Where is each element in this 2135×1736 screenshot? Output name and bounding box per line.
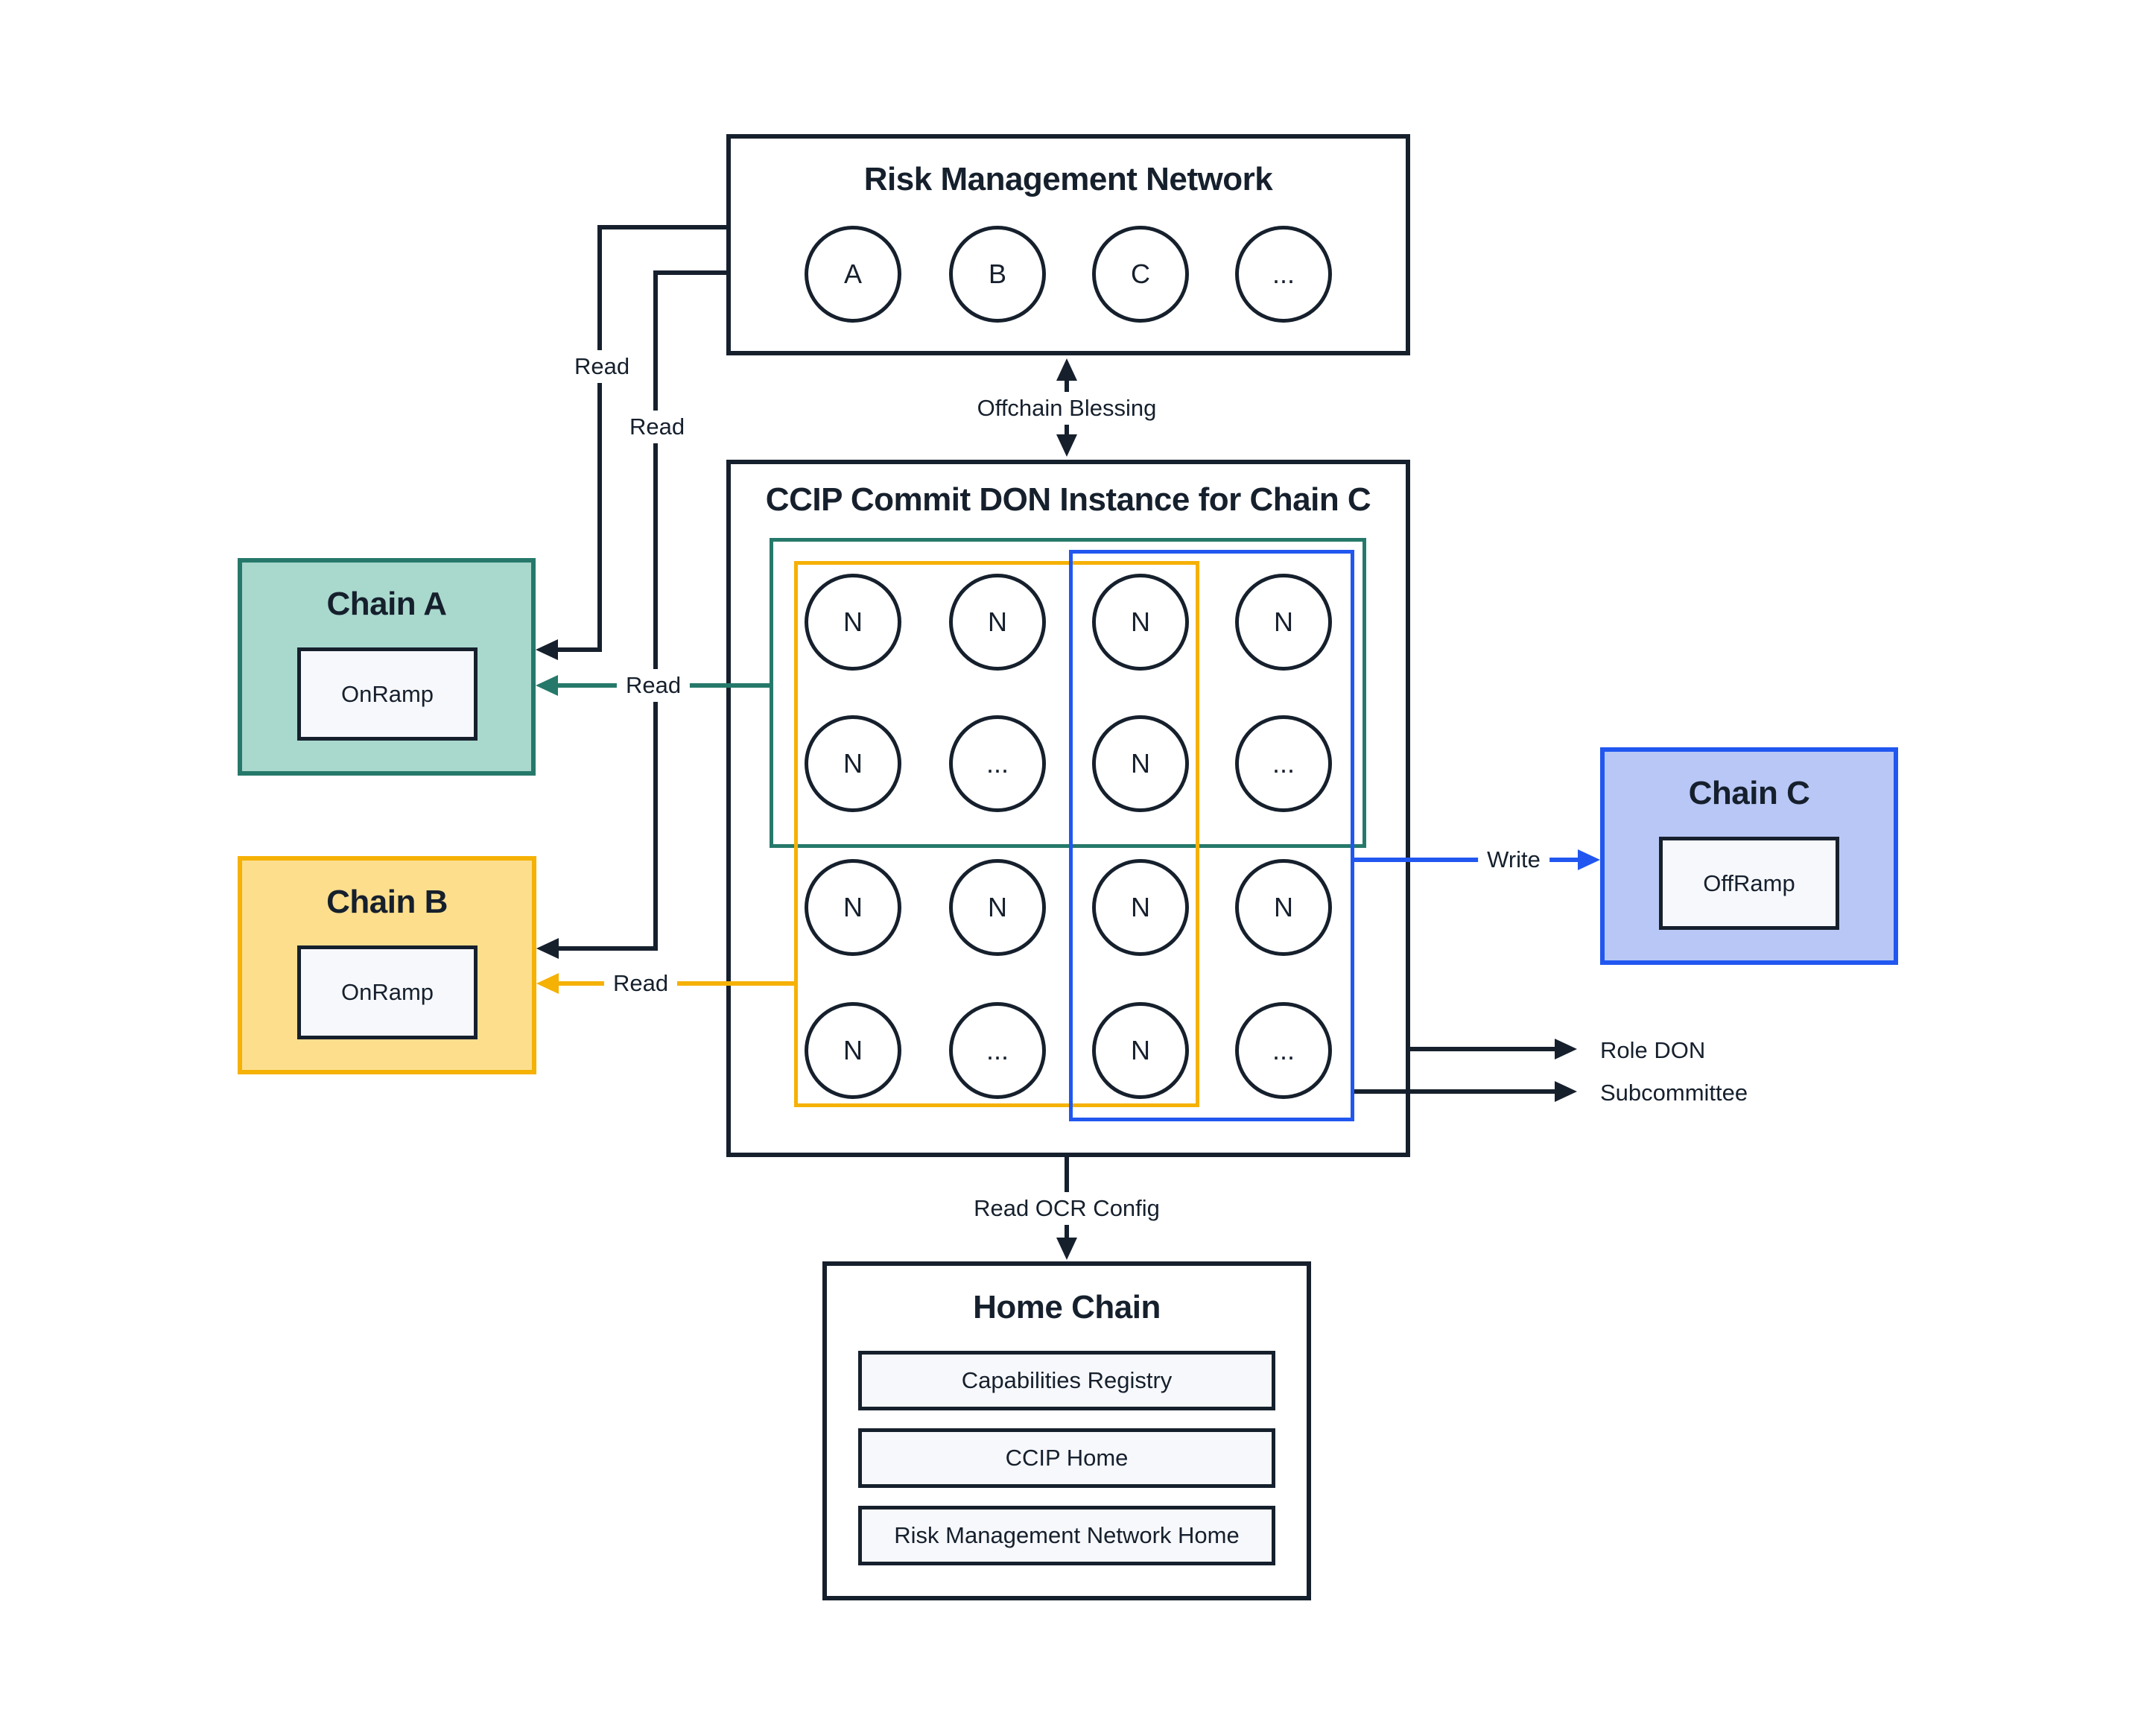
don-node-label: N [1274, 892, 1293, 922]
ccip-commit-don-title: CCIP Commit DON Instance for Chain C [765, 481, 1371, 518]
onramp-label: OnRamp [340, 680, 434, 707]
chain-a-onramp: OnRamp [297, 647, 478, 741]
don-node-label: N [1131, 1035, 1150, 1065]
don-to-chain-a-read-label: Read [616, 669, 691, 702]
role-don-label: Role DON [1600, 1037, 1706, 1063]
rmn-to-chain-a-line [597, 225, 602, 652]
rmn-node-label: B [988, 259, 1006, 289]
don-node-label: N [1131, 748, 1150, 779]
offramp-label: OffRamp [1703, 869, 1795, 896]
rmn-node-label: ... [1272, 259, 1295, 289]
rmn-home-label: Risk Management Network Home [894, 1522, 1240, 1548]
chain-c-title: Chain C [1688, 775, 1810, 811]
don-node-label: N [843, 1035, 863, 1065]
rmn-to-chain-b-arrowhead [536, 938, 559, 959]
don-node-circle: N [1235, 574, 1332, 671]
don-to-chain-b-arrowhead [536, 973, 559, 994]
chain-b-onramp: OnRamp [297, 945, 478, 1039]
don-node-circle: N [1092, 574, 1189, 671]
don-node-label: ... [1272, 748, 1295, 779]
subcommittee-arrowhead [1555, 1081, 1577, 1102]
chain-a-title: Chain A [326, 586, 447, 622]
capabilities-registry-label: Capabilities Registry [961, 1367, 1173, 1393]
subcommittee-label: Subcommittee [1600, 1080, 1748, 1106]
write-label: Write [1478, 843, 1549, 876]
don-node-label: N [1131, 606, 1150, 637]
risk-management-network-title: Risk Management Network [863, 161, 1273, 197]
don-node-circle: N [1092, 859, 1189, 956]
don-node-circle: N [949, 574, 1046, 671]
don-node-label: N [843, 748, 863, 779]
don-node-label: N [1274, 606, 1293, 637]
don-node-circle: N [805, 1002, 901, 1099]
rmn-to-chain-a-arrowhead [536, 639, 558, 660]
offchain-blessing-label: Offchain Blessing [968, 392, 1166, 425]
subcommittee-line [1354, 1089, 1556, 1094]
role-don-line [1410, 1047, 1556, 1051]
don-node-label: ... [986, 1035, 1009, 1065]
don-to-chain-b-read-label: Read [603, 967, 678, 1000]
rmn-to-chain-b-line [653, 270, 658, 951]
don-node-label: ... [986, 748, 1009, 779]
don-node-circle: N [805, 574, 901, 671]
ccip-home-label: CCIP Home [1005, 1445, 1129, 1471]
blessing-subset-rect [770, 538, 1366, 848]
onramp-label: OnRamp [340, 979, 434, 1005]
don-node-circle: N [1092, 715, 1189, 812]
rmn-home-panel: Risk Management Network Home [858, 1506, 1275, 1565]
don-node-label: ... [1272, 1035, 1295, 1065]
rmn-node-circle: B [949, 226, 1046, 323]
role-don-arrowhead [1555, 1039, 1577, 1059]
don-node-circle: ... [949, 715, 1046, 812]
don-node-circle: N [1235, 859, 1332, 956]
don-node-label: N [843, 606, 863, 637]
offchain-blessing-arrowhead-down [1056, 434, 1077, 457]
blue-subset-rect [1069, 550, 1354, 1121]
rmn-node-label: C [1131, 259, 1150, 289]
ccip-home-panel: CCIP Home [858, 1428, 1275, 1488]
rmn-to-chain-a-read-label: Read [565, 350, 639, 383]
rmn-to-chain-b-line [656, 270, 726, 275]
home-chain-title: Home Chain [973, 1289, 1161, 1325]
don-to-chain-c-line [1354, 858, 1579, 862]
don-node-circle: N [805, 859, 901, 956]
capabilities-registry-panel: Capabilities Registry [858, 1351, 1275, 1410]
don-node-label: N [843, 892, 863, 922]
rmn-to-chain-a-line [556, 647, 602, 652]
rmn-to-chain-b-line [557, 946, 656, 951]
rmn-to-chain-a-line [600, 225, 726, 229]
rmn-node-circle: C [1092, 226, 1189, 323]
don-node-label: N [988, 892, 1007, 922]
rmn-node-circle: A [805, 226, 901, 323]
rmn-node-label: A [843, 259, 862, 289]
don-node-circle: ... [1235, 715, 1332, 812]
don-node-circle: N [1092, 1002, 1189, 1099]
yellow-subset-rect [794, 561, 1199, 1107]
chain-b-title: Chain B [326, 884, 448, 920]
don-node-label: N [988, 606, 1007, 637]
read-ocr-config-label: Read OCR Config [965, 1192, 1169, 1225]
rmn-node-circle: ... [1235, 226, 1332, 323]
don-node-circle: N [805, 715, 901, 812]
chain-c-offramp: OffRamp [1659, 837, 1839, 930]
don-node-circle: ... [1235, 1002, 1332, 1099]
don-node-circle: ... [949, 1002, 1046, 1099]
rmn-to-chain-b-read-label: Read [620, 411, 694, 443]
don-node-label: N [1131, 892, 1150, 922]
don-node-circle: N [949, 859, 1046, 956]
read-ocr-config-arrowhead [1056, 1238, 1077, 1260]
don-to-chain-c-arrowhead [1578, 849, 1600, 870]
don-to-chain-a-arrowhead [536, 675, 558, 696]
